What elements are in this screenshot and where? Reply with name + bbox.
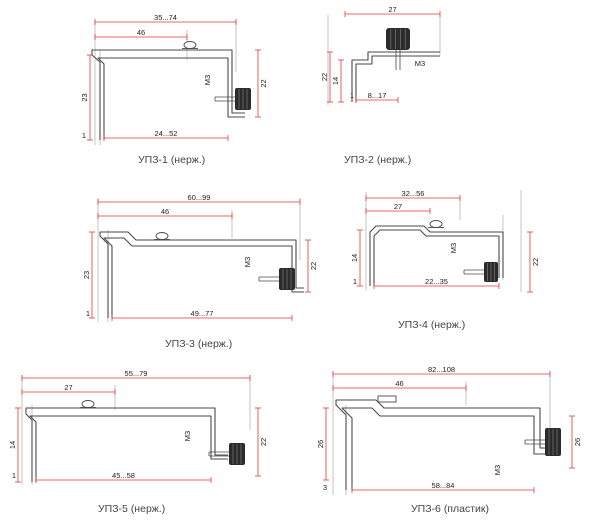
caption-upz-4: УПЗ-4 (нерж.): [398, 319, 466, 331]
bracket-profile-inner: [373, 229, 500, 286]
drawing-upz-1: 35...74 46 23 22 24...52 1 M3: [80, 13, 268, 145]
bracket-profile: [369, 225, 504, 286]
overall-width-label: 60...99: [188, 193, 211, 202]
right-height-label: 26: [573, 438, 582, 446]
overall-width-label: 32...56: [402, 189, 425, 198]
thickness-label: 1: [353, 277, 357, 286]
drawing-upz-6: 82...108 46 26 26 58...84 3 M3: [316, 365, 582, 495]
bracket-profile: [91, 49, 245, 140]
thread-label: M3: [493, 465, 502, 475]
bracket-profile-inner: [103, 237, 304, 318]
inner-width-label: 46: [161, 207, 169, 216]
bracket-profile-inner: [341, 407, 550, 490]
overall-width-label: 27: [388, 5, 396, 14]
top-screw-head: [183, 41, 197, 49]
thread-label: M3: [183, 431, 192, 441]
bracket-profile: [351, 51, 440, 102]
caption-upz-6: УПЗ-6 (пластик): [411, 503, 489, 515]
bracket-profile: [99, 231, 304, 318]
right-height-label: 22: [309, 262, 318, 270]
thickness-label: 3: [323, 483, 327, 492]
thread-label: M3: [243, 257, 252, 267]
thickness-label: 1: [350, 91, 354, 100]
top-screw-head: [377, 395, 397, 403]
bottom-width-label: 22...35: [425, 277, 448, 286]
left-height-label: 22: [320, 73, 329, 81]
caption-upz-1: УПЗ-1 (нерж.): [138, 154, 206, 166]
overall-width-label: 82...108: [428, 365, 455, 374]
thickness-label: 1: [12, 471, 16, 480]
right-height-label: 22: [259, 438, 268, 446]
top-screw-head: [155, 232, 169, 240]
left-height-label: 26: [316, 440, 325, 448]
bracket-profile: [335, 399, 550, 490]
bottom-width-label: 58...84: [432, 481, 455, 490]
bottom-width-label: 45...58: [112, 471, 135, 480]
overall-width-label: 55...79: [125, 369, 148, 378]
bracket-profile-inner: [97, 57, 245, 140]
bracket-profile: [25, 407, 228, 482]
top-screw-head: [429, 220, 443, 228]
right-height-label: 22: [531, 258, 540, 266]
left-height-label: 23: [82, 271, 91, 279]
clamp-knob: [386, 28, 410, 50]
bottom-width-label: 24...52: [155, 129, 178, 138]
inner-width-label: 46: [395, 379, 403, 388]
drawing-upz-3: 60...99 46 23 22 49...77 1 M3: [82, 193, 318, 322]
thread-label: M3: [449, 243, 458, 253]
caption-upz-2: УПЗ-2 (нерж.): [344, 154, 412, 166]
inner-left-height-label: 14: [331, 77, 340, 85]
bracket-profile-inner: [355, 55, 440, 102]
thread-label: M3: [203, 75, 212, 85]
caption-upz-3: УПЗ-3 (нерж.): [165, 338, 233, 350]
top-screw-head: [81, 400, 95, 408]
left-height-label: 23: [80, 93, 89, 101]
drawing-upz-5: 55...79 27 14 22 45...58 1 M3: [8, 369, 268, 485]
inner-width-label: 27: [64, 383, 72, 392]
right-height-label: 22: [259, 79, 268, 87]
left-height-label: 14: [350, 254, 359, 262]
thickness-label: 1: [82, 131, 86, 140]
bracket-profile-inner: [29, 415, 228, 482]
bottom-width-label: 49...77: [191, 309, 214, 318]
thickness-label: 1: [86, 309, 90, 318]
overall-width-label: 35...74: [154, 13, 177, 22]
left-height-label: 14: [8, 441, 17, 449]
thread-label: M3: [415, 59, 425, 68]
inner-width-label: 46: [137, 28, 145, 37]
caption-upz-5: УПЗ-5 (нерж.): [98, 503, 166, 515]
inner-width-label: 27: [394, 202, 402, 211]
bottom-width-label: 8...17: [368, 91, 387, 100]
